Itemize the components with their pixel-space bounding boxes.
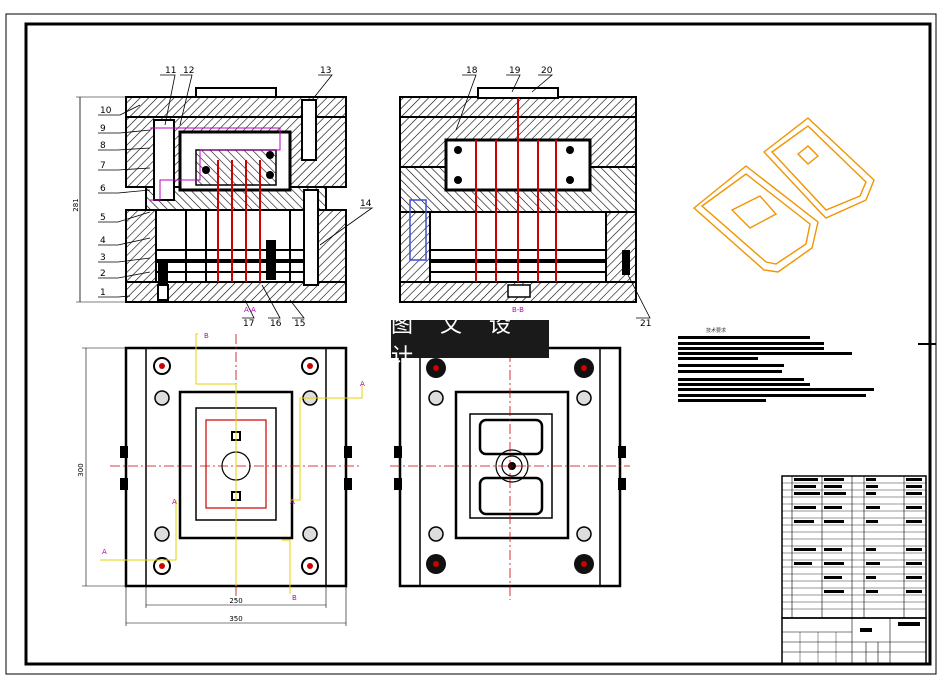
part-numbers-right: 18 19 20 21 <box>466 66 651 329</box>
part-number-label: 8 <box>100 141 106 151</box>
bom-text-blocks <box>794 478 922 632</box>
part-number-label: 19 <box>509 66 521 76</box>
part-number-label: 7 <box>100 161 106 171</box>
dim-height-plan-text: 300 <box>77 463 85 476</box>
plan-view-left <box>100 333 363 600</box>
section-view-left <box>125 87 347 303</box>
part-number-label: 9 <box>100 124 106 134</box>
dimension-height-left: 2 8 1 <box>72 96 126 303</box>
part-number-label: 4 <box>100 236 106 246</box>
part-number-label: 12 <box>183 66 194 76</box>
part-number-label: 18 <box>466 66 478 76</box>
part-number-label: 16 <box>270 319 282 329</box>
part-number-label: 14 <box>360 199 372 209</box>
part-number-label: 3 <box>100 253 106 263</box>
section-mark-label: A <box>290 498 295 506</box>
part-number-label: 1 <box>100 288 106 298</box>
section-marks-plan: B A A A A B <box>102 332 365 602</box>
part-number-label: 17 <box>243 319 254 329</box>
bom-table <box>781 475 927 619</box>
part-numbers-left: 10 9 8 7 6 5 4 3 2 1 11 12 13 14 15 16 1… <box>100 66 372 329</box>
part-number-label: 11 <box>165 66 176 76</box>
part-number-label: 21 <box>640 319 651 329</box>
section-mark-label: A <box>360 380 365 388</box>
section-label-aa: A-A <box>244 306 256 314</box>
part-number-label: 20 <box>541 66 553 76</box>
section-mark-label: B <box>292 594 297 602</box>
dim-height-left-text: 281 <box>72 198 80 211</box>
title-block <box>781 617 927 665</box>
section-mark-label: A <box>102 548 107 556</box>
product-isometric <box>692 117 875 273</box>
section-mark-label: A <box>172 498 177 506</box>
section-view-right <box>399 87 637 303</box>
plan-dimensions <box>82 347 347 626</box>
part-number-label: 2 <box>100 269 106 279</box>
plan-view-right <box>390 334 630 600</box>
part-leaders-right <box>455 74 651 319</box>
tech-requirements-title: 技术要求 <box>706 328 727 334</box>
part-leaders-left <box>98 74 374 319</box>
watermark-banner: 图 文 设 计 <box>391 313 549 370</box>
part-number-label: 5 <box>100 213 106 223</box>
section-label-bb: B-B <box>512 306 524 314</box>
dim-width-inner-text: 250 <box>229 597 242 605</box>
part-number-label: 6 <box>100 184 106 194</box>
dim-width-outer-text: 350 <box>229 615 242 623</box>
part-number-label: 15 <box>294 319 305 329</box>
part-number-label: 10 <box>100 106 112 116</box>
section-mark-label: B <box>204 332 209 340</box>
part-number-label: 13 <box>320 66 331 76</box>
technical-notes <box>678 336 874 402</box>
